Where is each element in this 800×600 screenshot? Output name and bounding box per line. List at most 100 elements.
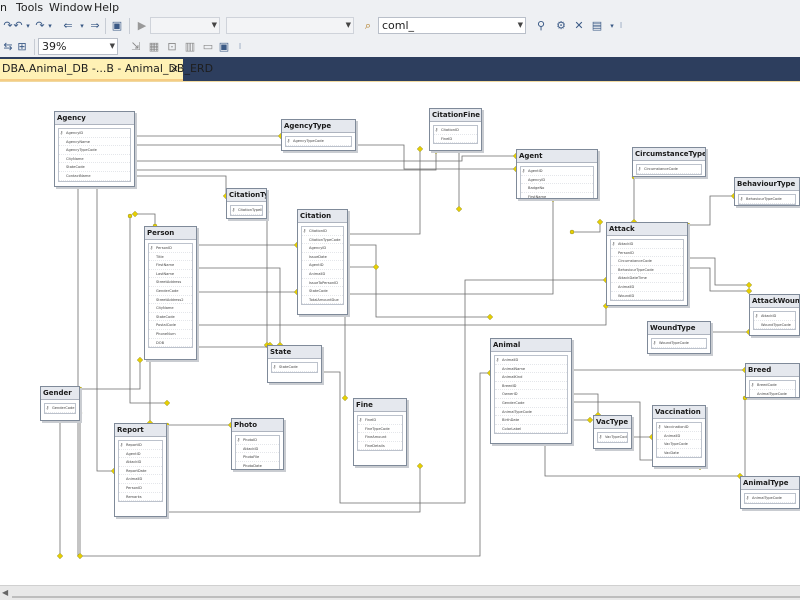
add-table-icon[interactable]: ⊞ [14,39,30,55]
table-title[interactable]: Vaccination [653,406,705,419]
column-row[interactable]: BirthDate [495,416,567,425]
column-row[interactable]: StateCode [302,287,343,296]
column-row[interactable]: StateCode [59,163,130,172]
relationship-line[interactable] [688,196,734,225]
table-state[interactable]: State ⚷StateCode [267,345,322,383]
relationship-line[interactable] [348,245,490,317]
column-row[interactable]: AgencyID [521,176,593,185]
column-row[interactable]: AnimalID [657,432,701,441]
column-row[interactable]: IssueDate [302,253,343,262]
autosize-icon[interactable]: ⊡ [164,39,180,55]
column-row[interactable]: AnimalID [302,270,343,279]
table-title[interactable]: Citation [298,210,347,223]
relationship-line[interactable] [135,151,436,170]
column-row[interactable]: ⚷AgentID [521,167,593,176]
table-title[interactable]: CitationType [227,189,266,202]
column-row[interactable]: BadgeNo [521,184,593,193]
column-row[interactable]: OwnerID [495,390,567,399]
table-attack[interactable]: Attack⚷AttackIDPersonIDCircumstanceCodeB… [606,222,688,306]
column-row[interactable]: AgencyName [59,138,130,147]
column-row[interactable]: PhotoFile [236,453,279,462]
table-photo[interactable]: Photo⚷PhotoIDAttackIDPhotoFilePhotoDate [231,418,284,470]
table-title[interactable]: Breed [746,364,799,377]
properties-icon[interactable]: ⚙ [553,18,569,34]
table-title[interactable]: VacType [594,416,631,429]
column-row[interactable]: ⚷AttackID [611,240,683,249]
column-row[interactable]: AnimalTypeCode [495,408,567,417]
column-row[interactable]: ⚷WoundTypeCode [652,339,706,348]
table-title[interactable]: Report [115,424,166,437]
relationship-line[interactable] [80,360,140,389]
relationship-line[interactable] [135,176,226,196]
column-row[interactable]: WoundID [611,292,683,301]
column-row[interactable]: AnimalID [611,283,683,292]
column-row[interactable]: AgencyID [302,244,343,253]
table-agent[interactable]: Agent⚷AgentIDAgencyIDBadgeNoFirstName [516,149,598,199]
table-fine[interactable]: Fine⚷FineIDFineTypeCodeFineAmountFineDet… [353,398,407,466]
arrange-tables-icon[interactable]: ⇲ [128,39,144,55]
column-row[interactable]: ColorLabel [495,425,567,434]
column-row[interactable]: PhoneNum [149,330,192,339]
column-row[interactable]: ⚷BreedCode [750,381,795,390]
column-row[interactable]: ⚷VacTypeCode [598,433,627,442]
find-in-files-icon[interactable]: ⌕ [360,18,376,34]
table-vactype[interactable]: VacType ⚷VacTypeCode [593,415,632,449]
relationship-line[interactable] [688,258,749,285]
column-row[interactable]: CircumstanceCode [611,257,683,266]
column-row[interactable]: AgentID [119,450,162,459]
relationship-line[interactable] [197,306,606,325]
column-row[interactable]: WoundTypeCode [754,321,795,330]
zoom-combo[interactable]: 39%▼ [38,38,118,55]
column-row[interactable]: VacTypeCode [657,440,701,449]
table-agencytype[interactable]: AgencyType ⚷AgencyTypeCode [281,119,356,151]
column-row[interactable]: CitationTypeCode [302,236,343,245]
table-title[interactable]: AttackWoundType [750,295,799,308]
horizontal-scrollbar[interactable]: ◀ [0,585,800,600]
column-row[interactable]: ⚷CircumstanceCode [637,165,701,174]
table-vaccination[interactable]: Vaccination⚷VaccinationIDAnimalIDVacType… [652,405,706,467]
column-row[interactable]: ⚷CitationTypeID [231,206,262,215]
column-row[interactable]: ⚷CitationID [434,126,477,135]
column-row[interactable]: FirstName [521,193,593,199]
table-title[interactable]: CircumstanceType [633,148,705,161]
column-row[interactable]: ⚷StateCode [272,363,317,372]
scroll-left-icon[interactable]: ◀ [2,588,8,597]
column-row[interactable]: StateCode [149,313,192,322]
solution-explorer-icon[interactable]: ▣ [109,18,125,34]
relationship-line[interactable] [197,345,270,347]
column-row[interactable]: BehaviourTypeCode [611,266,683,275]
relationship-line[interactable] [572,394,598,415]
column-row[interactable]: ReportDate [119,467,162,476]
table-animal[interactable]: Animal⚷AnimalIDAnimalNameAnimalKindBreed… [490,338,572,444]
table-person[interactable]: Person⚷PersonIDTitleFirstNameLastNameStr… [144,226,197,360]
column-row[interactable]: ⚷PersonID [149,244,192,253]
column-row[interactable]: GenderCode [149,287,192,296]
table-animaltype[interactable]: AnimalType⚷AnimalTypeCode [740,476,800,509]
column-row[interactable]: ⚷AgencyTypeCode [286,137,351,146]
table-woundtype[interactable]: WoundType⚷WoundTypeCode [647,321,711,354]
column-row[interactable]: ⚷PhotoID [236,436,279,445]
column-row[interactable]: ⚷AnimalTypeCode [745,494,795,503]
column-row[interactable]: AttackDateTime [611,274,683,283]
column-row[interactable]: FineID [434,135,477,144]
show-relationship-labels-icon[interactable]: ▥ [182,39,198,55]
column-row[interactable]: ⚷BehaviourTypeCode [739,195,795,204]
relationship-line[interactable] [135,214,155,226]
table-title[interactable]: Gender [41,387,79,400]
menu-item-help[interactable]: Help [94,1,119,14]
table-attackwoundtype[interactable]: AttackWoundType⚷AttackIDWoundTypeCode [749,294,800,336]
column-row[interactable]: ⚷AgencyID [59,129,130,138]
table-title[interactable]: CitationFine [430,109,481,122]
table-breed[interactable]: Breed⚷BreedCodeAnimalTypeCode [745,363,800,398]
column-row[interactable]: AnimalKind [495,373,567,382]
column-row[interactable]: StreetAddress2 [149,296,192,305]
column-row[interactable]: FineDetails [358,442,402,451]
relationship-line[interactable] [348,149,420,234]
table-title[interactable]: State [268,346,321,359]
tools-icon[interactable]: ✕ [571,18,587,34]
close-icon[interactable]: × [170,59,179,78]
table-title[interactable]: AgencyType [282,120,355,133]
column-row[interactable]: ContactName [59,172,130,181]
table-citationfine[interactable]: CitationFine ⚷CitationIDFineID [429,108,482,151]
column-row[interactable]: AnimalID [119,475,162,484]
